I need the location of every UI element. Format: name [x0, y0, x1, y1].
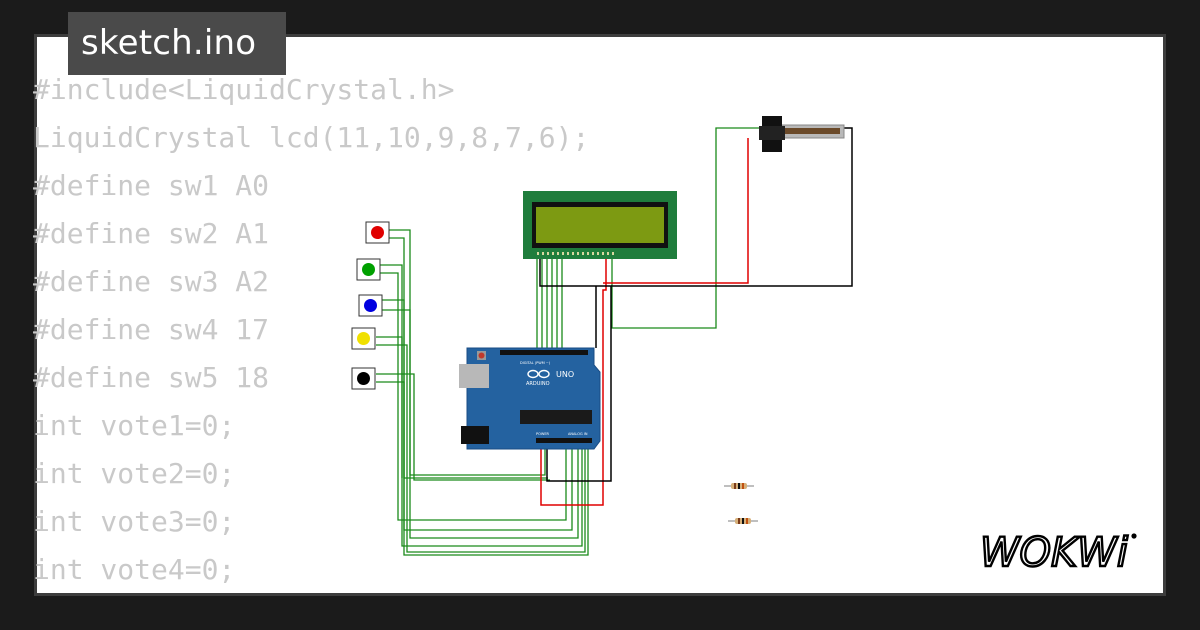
code-line: #define sw5 18 [33, 361, 270, 394]
resistor[interactable] [724, 483, 754, 489]
code-line: #define sw4 17 [33, 313, 270, 346]
lcd-screen [536, 207, 664, 243]
atmega-chip [520, 410, 592, 424]
button-cap[interactable] [357, 372, 370, 385]
analog-label: ANALOG IN [568, 432, 588, 436]
arduino-uno-board[interactable]: UNO ARDUINO DIGITAL (PWM ~) POWER ANALOG… [459, 347, 601, 450]
logo-text: WOKWi [980, 530, 1128, 576]
lcd-display[interactable] [523, 191, 677, 259]
digital-label: DIGITAL (PWM ~) [520, 361, 551, 365]
code-line: int vote2=0; [33, 457, 236, 490]
reset-button[interactable] [478, 352, 485, 359]
code-line: LiquidCrystal lcd(11,10,9,8,7,6); [33, 121, 590, 154]
file-name-tab[interactable]: sketch.ino [68, 12, 286, 75]
wire [382, 309, 579, 539]
code-line: #include<LiquidCrystal.h> [33, 73, 455, 106]
signal-wires [376, 127, 760, 556]
code-line: int vote3=0; [33, 505, 236, 538]
code-line: #define sw1 A0 [33, 169, 270, 202]
button-cap[interactable] [357, 332, 370, 345]
pushbutton-3[interactable] [358, 294, 383, 317]
pushbutton-2[interactable] [356, 258, 381, 281]
wire [380, 272, 567, 521]
button-cap[interactable] [362, 263, 375, 276]
wire [376, 381, 589, 556]
power-label: POWER [536, 432, 550, 436]
code-line: int vote4=0; [33, 553, 236, 586]
wire [611, 127, 853, 287]
usb-port [459, 364, 489, 388]
code-line: int vote1=0; [33, 409, 236, 442]
pushbutton-1[interactable] [365, 221, 390, 244]
power-jack [461, 426, 489, 444]
wire [376, 344, 586, 553]
editor-preview-card [34, 34, 1166, 596]
wire [376, 336, 583, 547]
wokwi-logo-icon: WOKWi [979, 529, 1137, 577]
resistor[interactable] [728, 518, 758, 524]
wire [376, 373, 550, 481]
pushbutton-5[interactable] [351, 367, 376, 390]
potentiometer[interactable] [759, 116, 845, 152]
wokwi-logo: WOKWi [976, 524, 1150, 577]
digital-header [500, 350, 588, 355]
wire [540, 258, 607, 506]
code-preview: #include<LiquidCrystal.h> LiquidCrystal l… [33, 66, 589, 594]
ground-wires [539, 127, 853, 482]
brand-label: ARDUINO [526, 381, 550, 387]
lcd-pins [537, 252, 614, 255]
button-cap[interactable] [364, 299, 377, 312]
wire [603, 138, 749, 284]
code-line: #define sw2 A1 [33, 217, 270, 250]
board-label: UNO [556, 370, 574, 379]
arduino-logo-icon [527, 369, 550, 379]
code-line: #define sw3 A2 [33, 265, 270, 298]
wire [380, 264, 403, 478]
analog-header [536, 438, 592, 443]
wire [611, 127, 760, 329]
button-cap[interactable] [371, 226, 384, 239]
frame-bottom [0, 596, 1200, 630]
frame-bottom-border [34, 593, 1166, 596]
wire [539, 258, 612, 482]
pushbutton-4[interactable] [351, 327, 376, 350]
power-wires [540, 138, 749, 506]
